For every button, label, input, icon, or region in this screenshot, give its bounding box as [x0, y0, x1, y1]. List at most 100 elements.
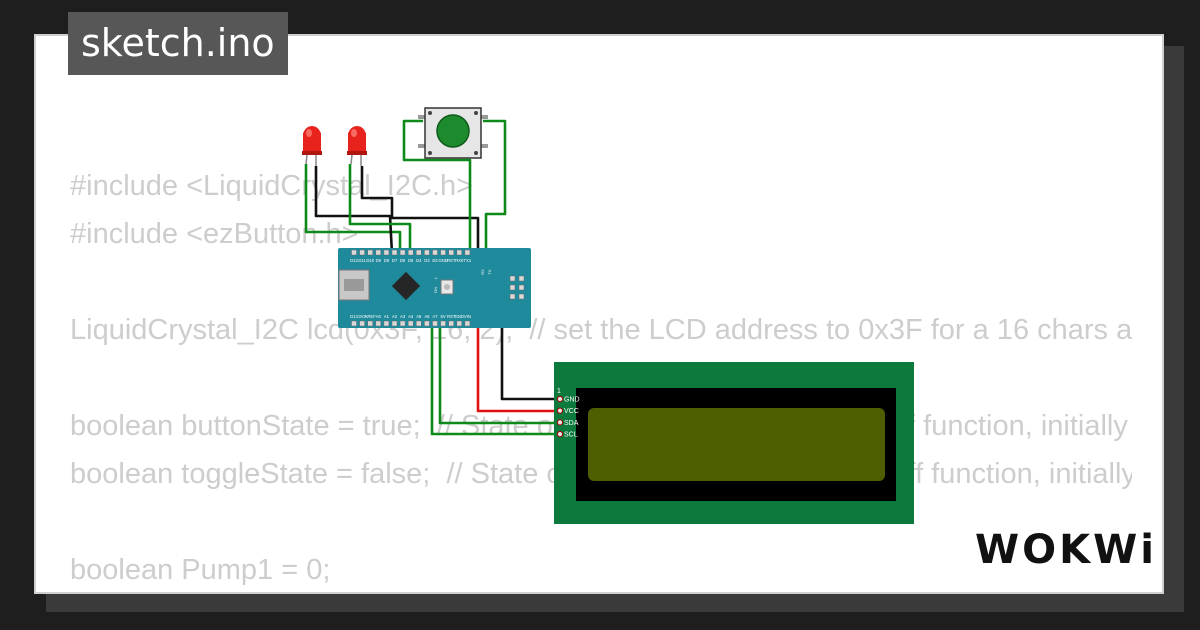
pin-label: A1	[384, 314, 390, 319]
pin-hole[interactable]	[399, 320, 406, 327]
code-line[interactable]: boolean Pump1 = 0;	[70, 554, 331, 586]
pin-hole[interactable]	[375, 249, 382, 256]
pin-label: A2	[392, 314, 398, 319]
lcd-pin-label: VCC	[564, 408, 579, 415]
bottom-pin-header	[351, 320, 471, 327]
icsp-pin	[518, 284, 525, 291]
pin-hole[interactable]	[399, 249, 406, 256]
icsp-pin	[518, 293, 525, 300]
pin-hole[interactable]	[432, 320, 438, 327]
pin-label: AREF	[365, 314, 377, 319]
lcd-pin[interactable]	[556, 431, 564, 438]
wire-led1-anode	[304, 164, 402, 254]
pin-label: D11	[358, 258, 366, 263]
pin-label: D8	[384, 258, 390, 263]
pin-label: A3	[400, 314, 406, 319]
led-icon[interactable]	[302, 126, 322, 166]
pin-hole[interactable]	[391, 320, 398, 327]
code-line[interactable]: #include <ezButton.h>	[70, 218, 359, 250]
pin-hole[interactable]	[367, 320, 373, 327]
lcd-pin-label: SCL	[564, 432, 578, 439]
pin-hole[interactable]	[416, 320, 422, 327]
pin-hole[interactable]	[448, 249, 454, 256]
pin-label: GND	[438, 258, 447, 263]
pin-label: D9	[376, 258, 382, 263]
pin-label: D12	[350, 258, 358, 263]
pin-hole[interactable]	[351, 320, 357, 327]
pin-label: RST	[447, 314, 456, 319]
pin-hole[interactable]	[383, 320, 390, 327]
pin-hole[interactable]	[432, 249, 438, 256]
pin-hole[interactable]	[440, 249, 446, 256]
pin-hole[interactable]	[464, 320, 471, 327]
pin-hole[interactable]	[456, 320, 463, 327]
icsp-pin	[509, 275, 516, 282]
silkscreen-label: TX	[487, 269, 492, 274]
pin-hole[interactable]	[367, 249, 373, 256]
pin-hole[interactable]	[407, 320, 414, 327]
pin-label: GND	[455, 314, 464, 319]
pin-label: RX0	[455, 258, 464, 263]
pin-label: A5	[416, 314, 422, 319]
wire-button-right	[483, 119, 507, 254]
top-pin-header	[351, 249, 471, 256]
lcd-pin-label: GND	[564, 396, 580, 403]
pin-hole[interactable]	[359, 320, 365, 327]
lcd-pin[interactable]	[556, 407, 564, 414]
silkscreen-label: ON	[433, 287, 438, 293]
reset-button-icon[interactable]	[440, 279, 454, 295]
pin-hole[interactable]	[359, 249, 365, 256]
pin-label: D10	[366, 258, 374, 263]
wire-scl	[430, 316, 560, 436]
pin-label: D4	[416, 258, 422, 263]
pin-label: RST	[447, 258, 456, 263]
pin-label: TX1	[464, 258, 472, 263]
pin-hole[interactable]	[351, 249, 357, 256]
wire-led2-anode	[348, 164, 412, 254]
icsp-pin	[509, 293, 516, 300]
preview-card[interactable]: #include <LiquidCrystal_I2C.h> #include <…	[34, 34, 1164, 594]
pin-hole[interactable]	[424, 320, 430, 327]
icsp-pin	[509, 284, 516, 291]
lcd-pin[interactable]	[556, 395, 564, 403]
pin-label: A6	[424, 314, 430, 319]
pin-label: D6	[400, 258, 406, 263]
pin-hole[interactable]	[383, 249, 390, 256]
pin-label: A0	[376, 314, 382, 319]
wire-vcc	[476, 316, 560, 413]
wire-led2-cathode	[360, 166, 480, 254]
pin-hole[interactable]	[448, 320, 454, 327]
icsp-header	[509, 275, 525, 300]
pin-label: D2	[432, 258, 438, 263]
pin-hole[interactable]	[375, 320, 382, 327]
pin-hole[interactable]	[416, 249, 422, 256]
pin-hole[interactable]	[464, 249, 471, 256]
lcd-module[interactable]: 1 GND VCC SDA SCL	[554, 362, 914, 524]
lcd-pin-one-marker: 1	[557, 388, 561, 395]
pin-hole[interactable]	[391, 249, 398, 256]
pin-label: D7	[392, 258, 398, 263]
pin-label: 3V3	[358, 314, 366, 319]
wokwi-logo: WOKWi	[975, 527, 1157, 573]
code-line[interactable]: #include <LiquidCrystal_I2C.h>	[70, 170, 474, 202]
pin-hole[interactable]	[407, 249, 414, 256]
pin-label: A7	[432, 314, 438, 319]
file-title: sketch.ino	[68, 12, 288, 75]
led-icon[interactable]	[347, 126, 367, 166]
lcd-pin-label: SDA	[564, 420, 579, 427]
pin-hole[interactable]	[424, 249, 430, 256]
silkscreen-label: RX	[480, 269, 485, 275]
pin-hole[interactable]	[456, 249, 463, 256]
pin-hole[interactable]	[440, 320, 446, 327]
lcd-pin[interactable]	[556, 419, 564, 426]
pin-label: D5	[408, 258, 414, 263]
wire-gnd	[500, 316, 560, 401]
icsp-pin	[518, 275, 525, 282]
pushbutton-icon[interactable]	[418, 107, 488, 159]
pin-label: D3	[424, 258, 430, 263]
pin-label: D13	[350, 314, 358, 319]
pin-label: VIN	[464, 314, 471, 319]
